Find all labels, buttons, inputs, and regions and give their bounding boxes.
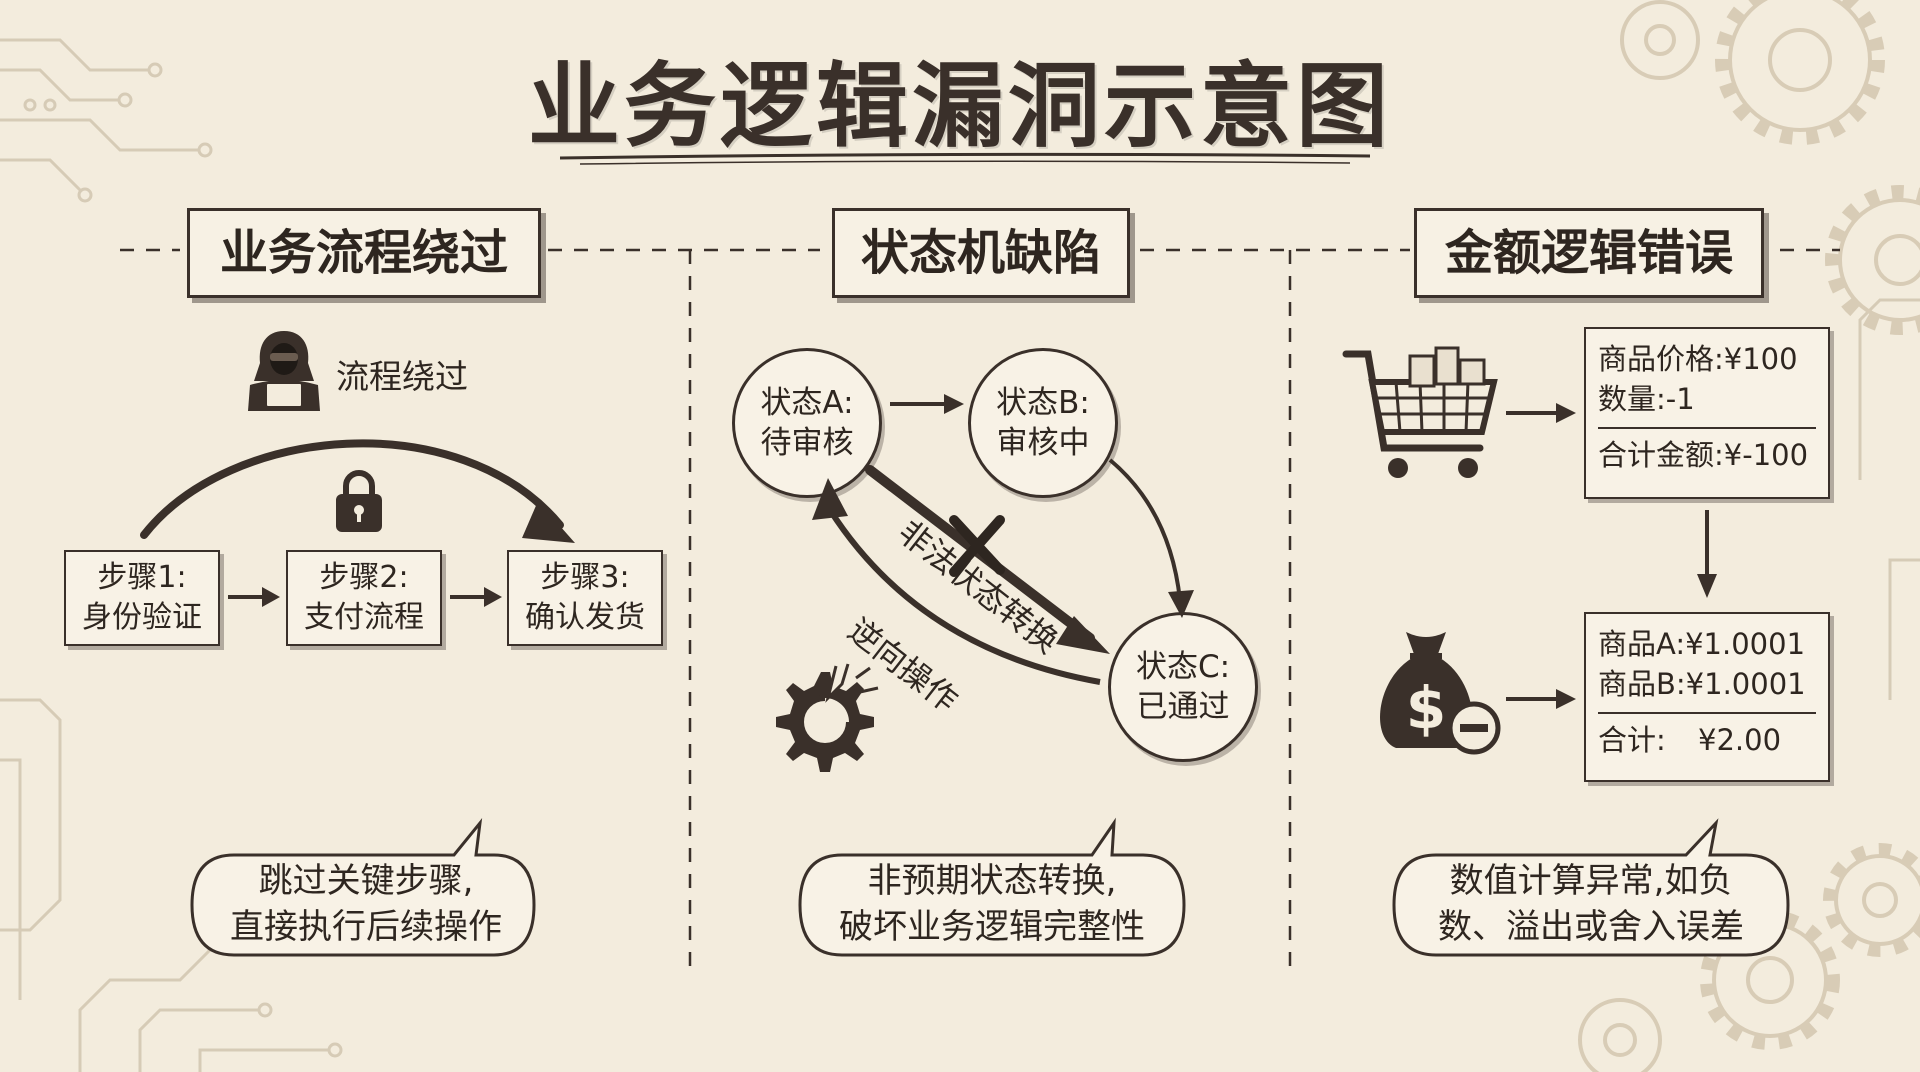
state-a-name: 待审核 bbox=[760, 425, 854, 461]
step-arrow-2 bbox=[450, 587, 502, 607]
step-1-title: 步骤1: bbox=[97, 560, 187, 595]
title-underline bbox=[560, 152, 1370, 165]
rounding-divider bbox=[1598, 712, 1816, 714]
bypass-speech-bubble bbox=[190, 817, 536, 957]
state-c-name: 已通过 bbox=[1136, 689, 1230, 725]
step-box-1: 步骤1: 身份验证 bbox=[64, 550, 220, 646]
item-a-row: 商品A:¥1.0001 bbox=[1598, 624, 1816, 664]
item-b-label: 商品B: bbox=[1598, 667, 1686, 701]
step-2-title: 步骤2: bbox=[319, 560, 409, 595]
broken-gear-icon bbox=[776, 663, 879, 772]
money-bag-icon: $ bbox=[1380, 632, 1501, 755]
state-b-node: 状态B: 审核中 bbox=[968, 348, 1118, 498]
hacker-icon bbox=[248, 331, 320, 411]
price-row: 商品价格:¥100 bbox=[1598, 339, 1816, 379]
rounding-total-label: 合计: bbox=[1598, 723, 1666, 757]
state-c-title: 状态C: bbox=[1135, 649, 1231, 685]
state-speech-bubble bbox=[798, 817, 1186, 957]
svg-text:$: $ bbox=[1406, 674, 1446, 742]
section-heading-bypass: 业务流程绕过 bbox=[187, 208, 541, 298]
state-a-node: 状态A: 待审核 bbox=[732, 348, 882, 498]
bypass-bubble-text: 跳过关键步骤, 直接执行后续操作 bbox=[196, 858, 536, 950]
state-transitions bbox=[812, 394, 1194, 685]
section-heading-state: 状态机缺陷 bbox=[832, 208, 1130, 298]
step-2-name: 支付流程 bbox=[304, 600, 424, 635]
item-a-value: ¥1.0001 bbox=[1685, 627, 1806, 661]
cart-total-row: 合计金额:¥-100 bbox=[1598, 435, 1816, 475]
rounding-calculation-box: 商品A:¥1.0001 商品B:¥1.0001 合计:¥2.00 bbox=[1584, 612, 1830, 782]
amount-bubble-line-2: 数、溢出或舍入误差 bbox=[1438, 907, 1744, 947]
bypass-bubble-line-2: 直接执行后续操作 bbox=[230, 907, 502, 947]
bypass-arrow bbox=[140, 439, 575, 543]
state-b-name: 审核中 bbox=[996, 425, 1090, 461]
cart-divider bbox=[1598, 427, 1816, 429]
item-b-row: 商品B:¥1.0001 bbox=[1598, 664, 1816, 704]
step-arrow-1 bbox=[228, 587, 280, 607]
shopping-cart-icon bbox=[1342, 346, 1498, 478]
state-bubble-line-1: 非预期状态转换, bbox=[867, 861, 1117, 901]
quantity-label: 数量: bbox=[1598, 382, 1666, 416]
page-title: 业务逻辑漏洞示意图 bbox=[527, 53, 1392, 160]
state-c-node: 状态C: 已通过 bbox=[1108, 612, 1258, 762]
amount-bubble-text: 数值计算异常,如负 数、溢出或舍入误差 bbox=[1394, 858, 1788, 950]
step-box-3: 步骤3: 确认发货 bbox=[507, 550, 663, 646]
cart-calculation-box: 商品价格:¥100 数量:-1 合计金额:¥-100 bbox=[1584, 327, 1830, 499]
price-label: 商品价格: bbox=[1598, 342, 1724, 376]
rounding-total-row: 合计: ¥2.00 bbox=[1598, 720, 1816, 760]
cart-arrow bbox=[1506, 403, 1576, 423]
rounding-total-value: ¥2.00 bbox=[1698, 723, 1782, 757]
quantity-value: -1 bbox=[1665, 382, 1695, 416]
state-bubble-line-2: 破坏业务逻辑完整性 bbox=[839, 907, 1145, 947]
section-heading-amount: 金额逻辑错误 bbox=[1414, 208, 1764, 298]
lock-icon bbox=[336, 470, 382, 532]
money-arrow bbox=[1506, 689, 1576, 709]
price-value: ¥100 bbox=[1723, 342, 1798, 376]
bypass-bubble-line-1: 跳过关键步骤, bbox=[258, 861, 474, 901]
step-3-title: 步骤3: bbox=[540, 560, 630, 595]
state-bubble-text: 非预期状态转换, 破坏业务逻辑完整性 bbox=[800, 858, 1184, 950]
step-box-2: 步骤2: 支付流程 bbox=[286, 550, 442, 646]
cart-total-value: ¥-100 bbox=[1723, 438, 1809, 472]
cart-total-label: 合计金额: bbox=[1598, 438, 1724, 472]
state-b-title: 状态B: bbox=[996, 385, 1090, 421]
item-a-label: 商品A: bbox=[1598, 627, 1686, 661]
down-arrow bbox=[1697, 510, 1717, 598]
amount-bubble-line-1: 数值计算异常,如负 bbox=[1449, 861, 1733, 901]
amount-speech-bubble bbox=[1392, 818, 1790, 957]
step-1-name: 身份验证 bbox=[82, 600, 202, 635]
bypass-attacker-label: 流程绕过 bbox=[336, 357, 468, 396]
step-3-name: 确认发货 bbox=[525, 600, 645, 635]
state-a-title: 状态A: bbox=[760, 385, 854, 421]
item-b-value: ¥1.0001 bbox=[1685, 667, 1806, 701]
quantity-row: 数量:-1 bbox=[1598, 379, 1816, 419]
